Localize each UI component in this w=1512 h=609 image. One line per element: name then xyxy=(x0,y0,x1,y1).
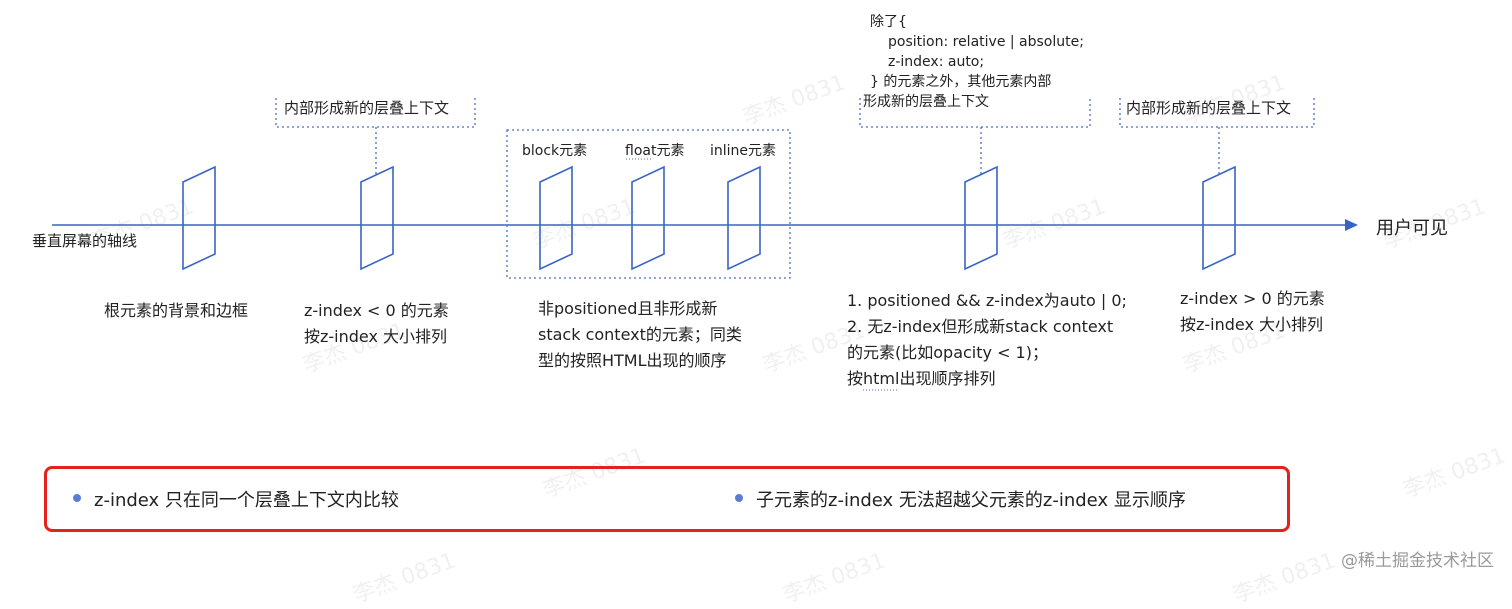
note-line: position: relative | absolute; xyxy=(888,34,1084,50)
caption-line: 按z-index 大小排列 xyxy=(1180,315,1324,334)
note-line: 除了{ xyxy=(870,14,907,30)
positive-caption: z-index > 0 的元素 按z-index 大小排列 xyxy=(1180,286,1325,338)
note-line: 形成新的层叠上下文 xyxy=(863,94,989,110)
note-line: } 的元素之外，其他元素内部 xyxy=(870,74,1052,90)
legend-item: z-index 只在同一个层叠上下文内比较 xyxy=(94,490,399,511)
caption-line: 1. positioned && z-index为auto | 0; xyxy=(847,291,1127,310)
caption-line: stack context的元素；同类 xyxy=(538,325,742,344)
zero-note: 除了{ position: relative | absolute; z-ind… xyxy=(863,12,1084,112)
caption-line: 的元素(比如opacity < 1)； xyxy=(847,343,1048,362)
caption-line: 按z-index 大小排列 xyxy=(304,327,448,346)
caption-line: z-index < 0 的元素 xyxy=(304,301,449,320)
zero-caption: 1. positioned && z-index为auto | 0; 2. 无z… xyxy=(847,288,1127,392)
plane-float xyxy=(631,165,665,271)
positive-note: 内部形成新的层叠上下文 xyxy=(1126,99,1292,117)
source-credit: @稀土掘金技术社区 xyxy=(1341,551,1494,571)
caption-line: 2. 无z-index但形成新stack context xyxy=(847,317,1114,336)
bullet-icon xyxy=(735,494,743,502)
block-label: block元素 xyxy=(522,143,588,159)
note-bracket-positive xyxy=(1119,98,1315,128)
negative-caption: z-index < 0 的元素 按z-index 大小排列 xyxy=(304,298,449,350)
bullet-icon xyxy=(73,494,81,502)
plane-negative xyxy=(360,165,394,271)
note-line: z-index: auto; xyxy=(888,54,985,70)
non-positioned-caption: 非positioned且非形成新 stack context的元素；同类 型的按… xyxy=(538,296,742,374)
plane-zero xyxy=(964,165,998,271)
caption-line: z-index > 0 的元素 xyxy=(1180,289,1325,308)
legend-box xyxy=(44,466,1290,532)
caption-line: 型的按照HTML出现的顺序 xyxy=(538,351,727,370)
inline-label: inline元素 xyxy=(710,143,777,159)
plane-positive xyxy=(1202,165,1236,271)
axis-label: 垂直屏幕的轴线 xyxy=(32,232,138,250)
negative-note: 内部形成新的层叠上下文 xyxy=(284,99,450,117)
plane-inline xyxy=(727,165,761,271)
axis-arrow-icon xyxy=(1345,219,1358,231)
stacking-diagram xyxy=(52,98,1358,391)
root-caption: 根元素的背景和边框 xyxy=(104,301,249,320)
caption-line: 非positioned且非形成新 xyxy=(538,299,718,318)
axis-end-label: 用户可见 xyxy=(1376,218,1448,239)
plane-root xyxy=(182,165,216,271)
legend-item: 子元素的z-index 无法超越父元素的z-index 显示顺序 xyxy=(756,490,1186,511)
plane-block xyxy=(539,165,573,271)
non-positioned-group-box xyxy=(506,129,791,279)
caption-line: 按html出现顺序排列 xyxy=(847,369,996,388)
float-label: float元素 xyxy=(625,143,685,159)
